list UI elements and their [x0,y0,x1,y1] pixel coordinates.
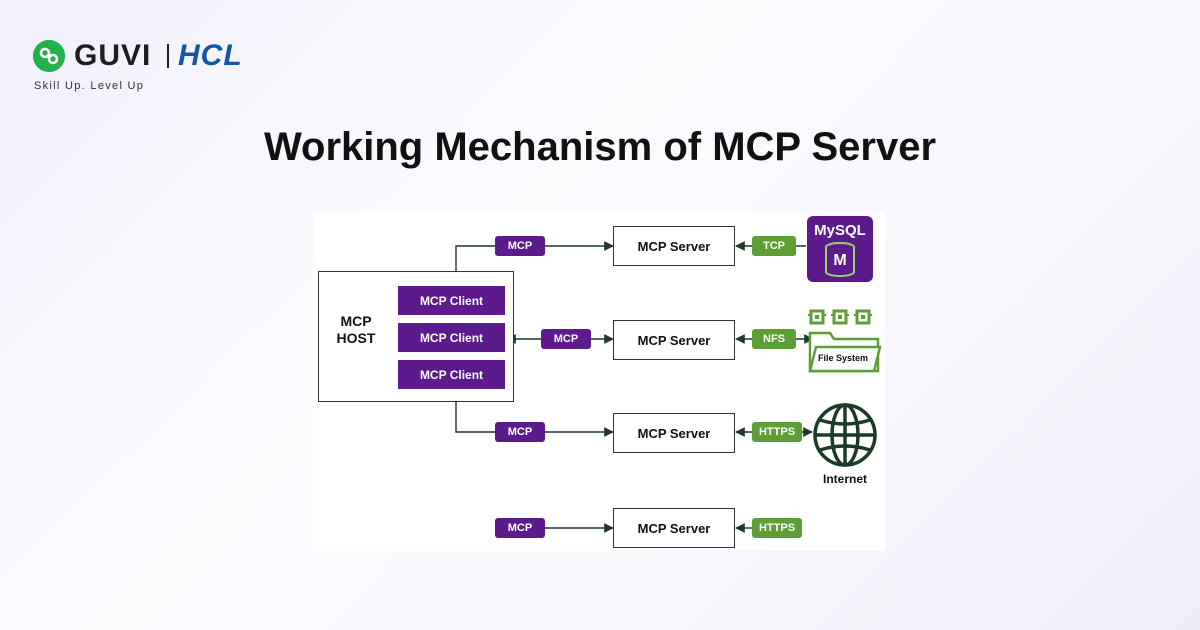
mysql-db-letter: M [833,252,847,269]
protocol-tag-row-2: NFS [752,329,796,349]
mcp-server-row-2: MCP Server [613,320,735,360]
mcp-server-row-3: MCP Server [613,413,735,453]
mcp-host-label: MCP HOST [336,313,376,346]
mcp-tag-row-2: MCP [541,329,591,349]
mysql-label: MySQL [814,222,866,239]
mcp-client-1: MCP Client [398,286,505,315]
brand-tagline: Skill Up. Level Up [34,80,145,92]
connector-row-3-host [451,390,614,437]
mcp-client-3: MCP Client [398,360,505,389]
protocol-tag-row-3: HTTPS [752,422,802,442]
guvi-logo-icon [33,40,65,72]
mcp-server-row-1: MCP Server [613,226,735,266]
mcp-tag-row-1: MCP [495,236,545,256]
mcp-client-2: MCP Client [398,323,505,352]
mysql-icon: MySQL M [807,216,873,282]
file-system-label: File System [818,353,869,363]
logo-divider [167,44,169,68]
guvi-wordmark: GUVI [74,39,152,72]
hcl-wordmark: HCL [178,39,243,72]
globe-icon [813,403,877,467]
database-icon [825,242,855,277]
folder-icon [808,309,882,373]
protocol-tag-row-4: HTTPS [752,518,802,538]
internet-label: Internet [822,472,867,486]
mcp-tag-row-4: MCP [495,518,545,538]
mcp-server-row-4: MCP Server [613,508,735,548]
page-title: Working Mechanism of MCP Server [263,125,937,169]
mcp-tag-row-3: MCP [495,422,545,442]
protocol-tag-row-1: TCP [752,236,796,256]
